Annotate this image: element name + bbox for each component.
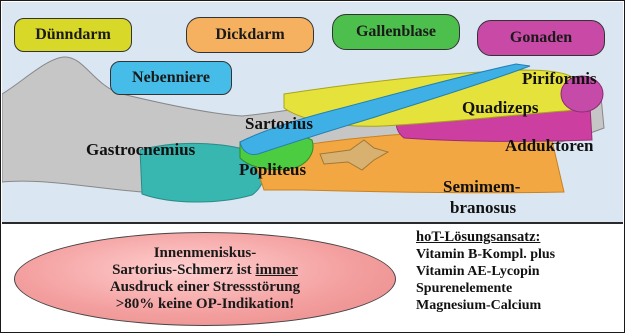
leg-diagram-panel: Dünndarm Dickdarm Gallenblase Gonaden Ne…: [2, 2, 623, 224]
note-line-3: Ausdruck einer Stressstörung: [110, 279, 300, 296]
info-panel: Innenmeniskus- Sartorius-Schmerz ist imm…: [2, 224, 623, 332]
label-popliteus: Popliteus: [239, 160, 306, 180]
note-line-2: Sartorius-Schmerz ist immer: [112, 262, 298, 279]
therapy-item: Vitamin AE-Lycopin: [416, 263, 621, 280]
note-line-2-text: Sartorius-Schmerz ist: [112, 262, 255, 278]
label-adduktoren: Adduktoren: [505, 136, 594, 156]
therapy-heading: hoT-Lösungsansatz:: [416, 229, 621, 246]
organ-pill-duenndarm: Dünndarm: [14, 18, 132, 52]
organ-pill-gallenblase: Gallenblase: [332, 14, 460, 50]
organ-label: Gallenblase: [356, 23, 436, 41]
organ-label: Nebenniere: [132, 69, 210, 87]
organ-label: Dickdarm: [215, 26, 284, 44]
organ-label: Dünndarm: [35, 26, 111, 44]
note-line-4: >80% keine OP-Indikation!: [116, 296, 295, 313]
organ-pill-gonaden: Gonaden: [477, 20, 605, 56]
label-piriformis: Piriformis: [522, 69, 597, 89]
organ-label: Gonaden: [510, 29, 572, 47]
label-quadizeps: Quadizeps: [462, 98, 539, 118]
therapy-list: hoT-Lösungsansatz: Vitamin B-Kompl. plus…: [416, 229, 621, 314]
label-sartorius: Sartorius: [245, 114, 313, 134]
label-semimembranosus-line1: Semimem-: [443, 177, 520, 197]
note-emphasis: immer: [255, 262, 297, 278]
organ-pill-dickdarm: Dickdarm: [186, 17, 314, 53]
therapy-item: Magnesium-Calcium: [416, 297, 621, 314]
label-gastrocnemius: Gastrocnemius: [86, 140, 195, 160]
meniscus-note-ellipse: Innenmeniskus- Sartorius-Schmerz ist imm…: [14, 232, 396, 326]
organ-pill-nebenniere: Nebenniere: [110, 61, 232, 95]
therapy-item: Spurenelemente: [416, 280, 621, 297]
label-semimembranosus-line2: branosus: [450, 198, 516, 218]
therapy-item: Vitamin B-Kompl. plus: [416, 246, 621, 263]
note-line-1: Innenmeniskus-: [154, 245, 257, 262]
